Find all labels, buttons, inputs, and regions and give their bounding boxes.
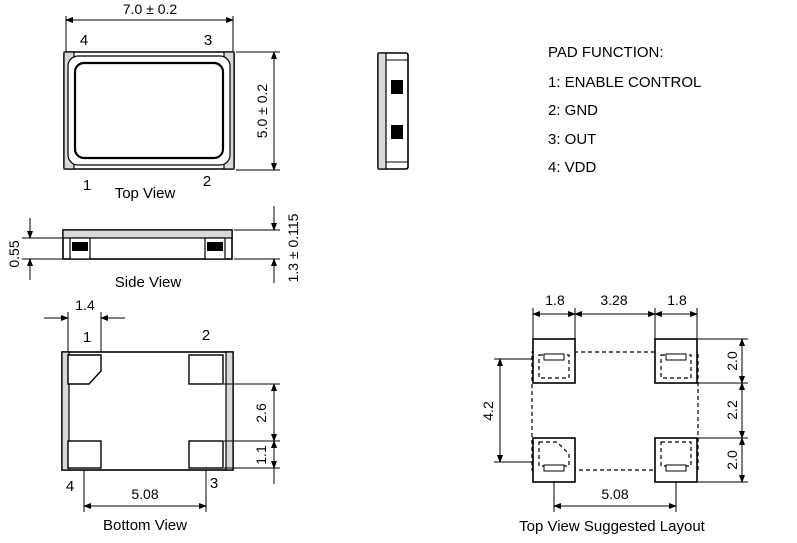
bottom-pin-3: 3 xyxy=(210,475,218,492)
bottom-pad-3 xyxy=(188,440,224,469)
pad-function-4: 4: VDD xyxy=(548,159,597,176)
layout-view-label: Top View Suggested Layout xyxy=(519,518,706,535)
side-base-dim: 0.55 xyxy=(6,240,22,267)
layout-right-dim-2: 2.2 xyxy=(724,400,740,420)
edge-pad-bottom xyxy=(391,125,403,139)
pad-function-title: PAD FUNCTION: xyxy=(548,44,664,61)
layout-land-3 xyxy=(654,437,698,483)
layout-top-dim-2: 3.28 xyxy=(600,292,627,308)
bottom-view: 1.4 1 2 4 3 5.08 2.6 1.1 Bottom View xyxy=(44,297,280,534)
side-view-label: Side View xyxy=(115,274,182,291)
layout-package-outline xyxy=(531,351,699,471)
bottom-gap-dim: 2.6 xyxy=(253,403,269,423)
layout-land-2 xyxy=(654,338,698,384)
bottom-pad-1 xyxy=(67,354,102,385)
edge-view xyxy=(377,52,409,170)
layout-right-dim-1: 2.0 xyxy=(724,351,740,371)
layout-view: 1.8 3.28 1.8 2.0 2.2 2.0 4.2 5.08 Top Vi… xyxy=(480,292,748,535)
layout-right-dim-3: 2.0 xyxy=(724,450,740,470)
side-height-dim: 1.3 ± 0.115 xyxy=(285,213,301,282)
bottom-pin-4: 4 xyxy=(66,478,74,495)
top-height-dim: 5.0 ± 0.2 xyxy=(254,84,270,139)
top-width-dim: 7.0 ± 0.2 xyxy=(123,1,178,17)
pad-function-3: 3: OUT xyxy=(548,131,596,148)
top-pin-3: 3 xyxy=(204,32,212,49)
layout-land-1 xyxy=(532,338,576,384)
layout-bottom-dim: 5.08 xyxy=(601,486,628,502)
layout-land-4 xyxy=(532,437,576,483)
top-pin-4: 4 xyxy=(80,32,88,49)
top-pin-2: 2 xyxy=(203,173,211,190)
side-lid xyxy=(62,229,233,239)
bottom-pin-2: 2 xyxy=(202,327,210,344)
layout-top-dim-1: 1.8 xyxy=(545,292,565,308)
pad-function-list: PAD FUNCTION: 1: ENABLE CONTROL 2: GND 3… xyxy=(548,44,701,176)
pad-function-2: 2: GND xyxy=(548,102,598,119)
bottom-pad-4 xyxy=(67,440,102,469)
top-view-label: Top View xyxy=(115,185,176,202)
side-view: 1.3 ± 0.115 0.55 Side View xyxy=(6,206,301,291)
bottom-pin-1: 1 xyxy=(83,329,91,346)
bottom-view-label: Bottom View xyxy=(103,517,187,534)
edge-pad-top xyxy=(391,80,403,94)
bottom-pad-width-dim: 1.4 xyxy=(75,297,95,313)
bottom-pitch-dim: 5.08 xyxy=(131,486,158,502)
layout-left-dim: 4.2 xyxy=(480,401,496,421)
bottom-pad-2 xyxy=(188,354,224,385)
top-view: 7.0 ± 0.2 5.0 ± 0.2 4 3 1 2 Top View xyxy=(63,1,280,202)
top-lid-inner xyxy=(73,61,225,160)
bottom-pad-height-dim: 1.1 xyxy=(253,445,269,465)
edge-lid xyxy=(377,52,387,170)
pad-function-1: 1: ENABLE CONTROL xyxy=(548,74,701,91)
layout-top-dim-3: 1.8 xyxy=(667,292,687,308)
top-pin-1: 1 xyxy=(83,177,91,194)
